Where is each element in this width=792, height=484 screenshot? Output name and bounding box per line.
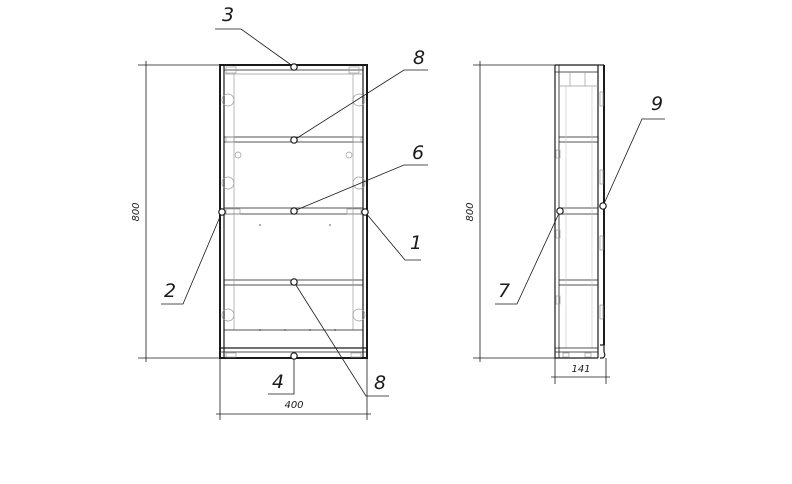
- callout-8-top-label: 8: [413, 47, 425, 69]
- callout-6-marker: [290, 207, 298, 215]
- side-view: [554, 64, 606, 359]
- callout-9-marker: [599, 202, 607, 210]
- front-height-label: 800: [131, 202, 142, 221]
- front-fastener-dots: [259, 224, 336, 331]
- front-mounting-holes: [221, 93, 366, 322]
- callout-7-label: 7: [498, 280, 510, 302]
- callout-3: 3: [215, 4, 298, 71]
- callout-7: 7: [495, 207, 564, 305]
- callout-3-marker: [290, 63, 298, 71]
- callout-2: 2: [161, 208, 226, 305]
- callout-8-top: 8: [290, 47, 428, 144]
- side-depth-label: 141: [571, 364, 590, 375]
- callout-9-label: 9: [651, 93, 663, 115]
- side-shelves: [559, 136, 598, 286]
- callout-1: 1: [361, 208, 422, 261]
- callout-2-marker: [218, 208, 226, 216]
- callout-8-bottom-marker: [290, 278, 298, 286]
- callout-4: 4: [268, 352, 298, 395]
- front-width-label: 400: [284, 400, 303, 411]
- callout-4-marker: [290, 352, 298, 360]
- callout-3-label: 3: [222, 4, 234, 26]
- callout-9: 9: [599, 93, 665, 210]
- callout-7-marker: [556, 207, 564, 215]
- callout-6: 6: [290, 142, 428, 215]
- callout-1-marker: [361, 208, 369, 216]
- callout-1-label: 1: [410, 232, 422, 254]
- side-door-handle: [600, 344, 606, 359]
- callout-6-label: 6: [412, 142, 424, 164]
- front-dimensions: 800 400: [131, 61, 371, 420]
- callout-2-label: 2: [164, 280, 176, 302]
- callout-8-bottom: 8: [290, 278, 389, 397]
- callout-8-bottom-label: 8: [374, 372, 386, 394]
- callout-4-label: 4: [272, 371, 284, 393]
- side-dimensions: 800 141: [465, 61, 610, 384]
- callout-8-top-marker: [290, 136, 298, 144]
- side-height-label: 800: [465, 202, 476, 221]
